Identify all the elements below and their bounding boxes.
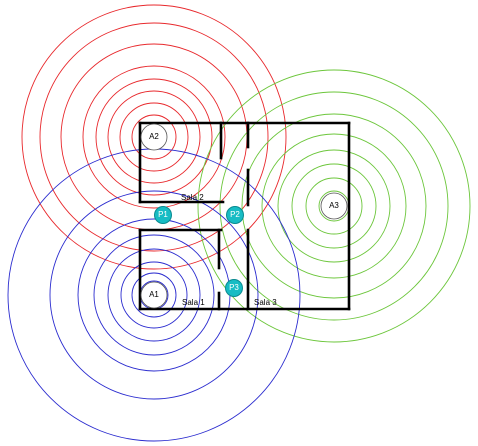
ring-a3-8: [197, 69, 471, 343]
point-p1-circle: [154, 206, 172, 224]
anchor-a3-circle: [320, 192, 348, 220]
anchor-a2-label: A2: [149, 132, 159, 141]
point-p2-circle: [226, 206, 244, 224]
ring-a2-8: [21, 4, 287, 270]
signal-rings-a1: [7, 148, 301, 442]
ring-a3-6: [241, 113, 427, 299]
ring-a3-5: [261, 133, 407, 279]
anchor-a1-circle: [140, 281, 168, 309]
anchor-a1-label: A1: [149, 290, 159, 299]
ring-a3-2: [305, 177, 363, 235]
ring-a2-4: [95, 78, 213, 196]
anchor-a2-circle: [140, 123, 168, 151]
point-p1: P1: [154, 206, 172, 224]
point-p3-label: P3: [229, 283, 239, 292]
room-label-sala2: Sala 2: [181, 193, 204, 202]
point-p3-circle: [225, 279, 243, 297]
point-p1-label: P1: [158, 210, 168, 219]
ring-a1-3: [120, 261, 188, 329]
room-label-sala1: Sala 1: [182, 298, 205, 307]
anchor-a2: A2: [140, 123, 168, 151]
ring-a3-4: [277, 149, 391, 263]
ring-a1-7: [49, 190, 259, 400]
ring-a2-3: [107, 90, 201, 184]
point-p3: P3: [225, 279, 243, 297]
floor-plan-walls: [138, 121, 351, 311]
ring-a1-5: [93, 234, 215, 356]
anchor-a1: A1: [140, 281, 168, 309]
ring-a2-5: [82, 65, 226, 209]
ring-a3-7: [219, 91, 449, 321]
ring-a1-2: [131, 272, 177, 318]
ring-a2-2: [119, 102, 189, 172]
signal-rings-a2: [21, 4, 287, 270]
ring-a1-4: [107, 248, 201, 342]
ring-a3-3: [291, 163, 377, 249]
anchor-a3-label: A3: [329, 201, 339, 210]
room-label-sala3: Sala 3: [254, 298, 277, 307]
ring-a2-1: [131, 114, 177, 160]
point-p2: P2: [226, 206, 244, 224]
ring-a2-7: [39, 22, 269, 252]
anchor-a3: A3: [320, 192, 348, 220]
point-p2-label: P2: [230, 210, 240, 219]
